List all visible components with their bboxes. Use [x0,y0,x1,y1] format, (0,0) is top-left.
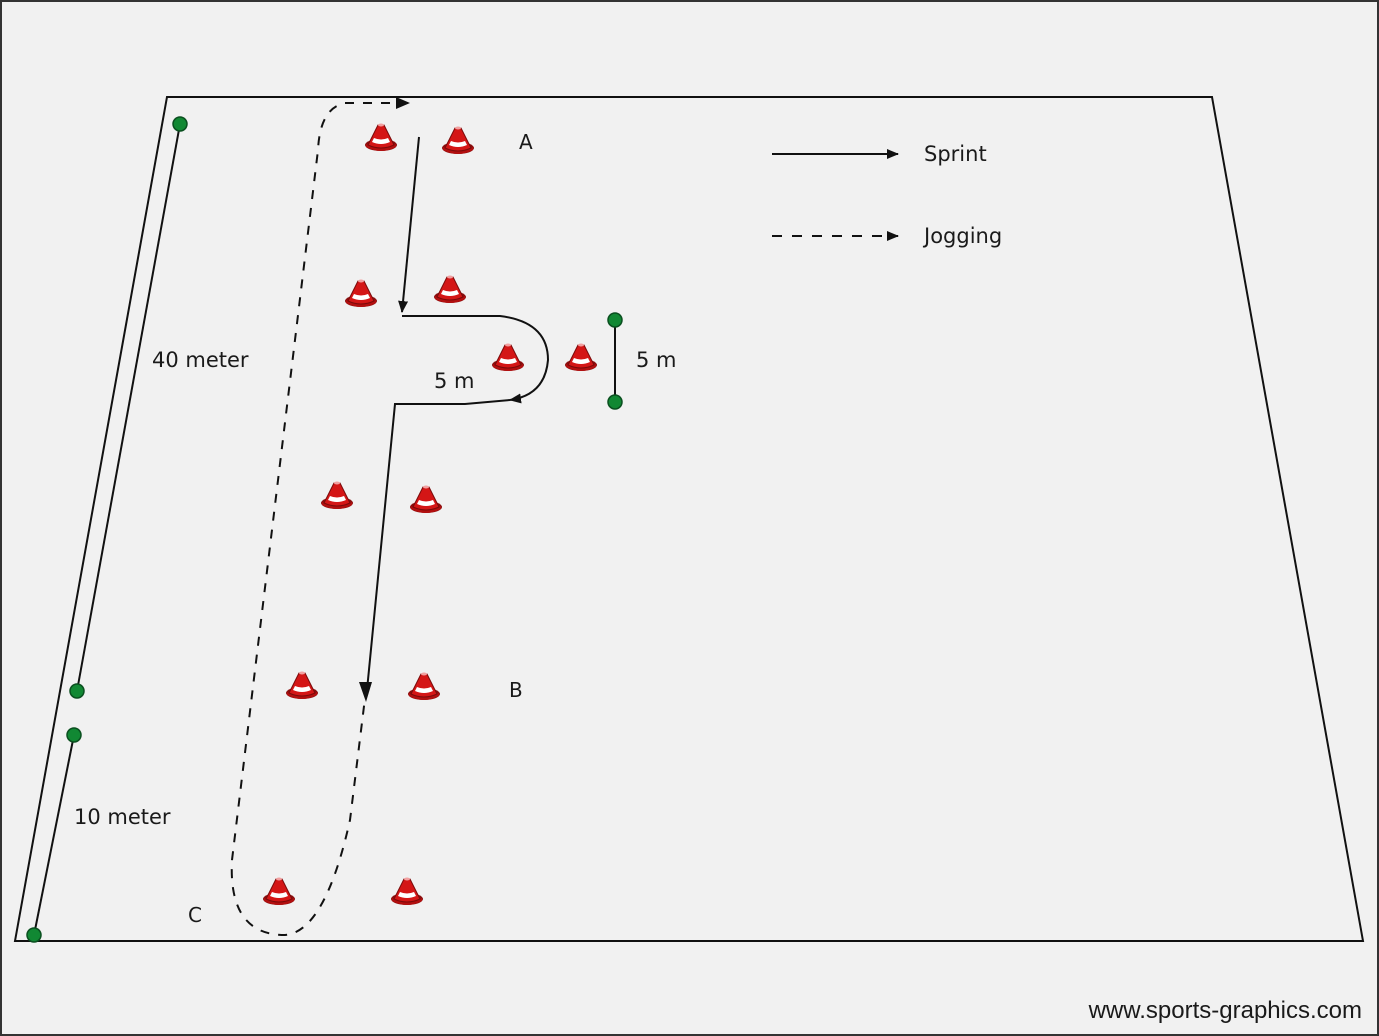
sprint-path-segment [366,399,511,691]
forty-meter-label: 40 meter [152,348,249,372]
forty-meter-measure-line [76,123,181,692]
station-a-label: A [519,130,533,154]
legend-sprint-label: Sprint [924,142,987,166]
sprint-turn-loop [402,315,550,404]
marker-dot [26,927,42,943]
sprint-path-segment [398,136,420,313]
marker-dot [69,683,85,699]
jogging-path [230,102,408,937]
playing-field [13,96,1365,942]
five-meter-turn-label: 5 m [434,369,475,393]
credit-text: www.sports-graphics.com [1088,997,1362,1024]
ten-meter-measure-line [33,734,75,936]
station-c-label: C [188,903,202,927]
station-b-label: B [509,678,523,702]
marker-dot [607,312,623,328]
jogging-path-arrowhead [396,97,410,109]
legend-jogging-label: Jogging [922,224,1002,248]
marker-dot [66,727,82,743]
ten-meter-label: 10 meter [74,805,171,829]
sprint-arrowhead-b [359,682,372,702]
five-meter-marker-label: 5 m [636,348,677,372]
marker-dot [172,116,188,132]
marker-dot [607,394,623,410]
